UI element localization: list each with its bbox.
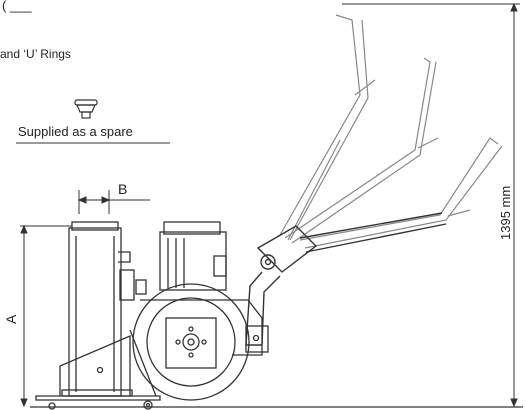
main-handle [245,212,447,346]
dimension-b-label: B [118,181,127,197]
dimension-a-label: A [3,314,19,324]
top-partial-text: ( ___ [2,0,32,13]
spare-label: Supplied as a spare [18,124,133,139]
dimension-height [342,2,520,408]
dimension-b [77,190,150,214]
dimension-height-label: 1395 mm [498,186,513,240]
handle-ghost-positions [279,14,503,249]
dimension-a [20,224,72,408]
rings-label: and ‘U’ Rings [0,47,71,61]
spare-part-icon [74,99,98,119]
jack-body [35,221,269,410]
